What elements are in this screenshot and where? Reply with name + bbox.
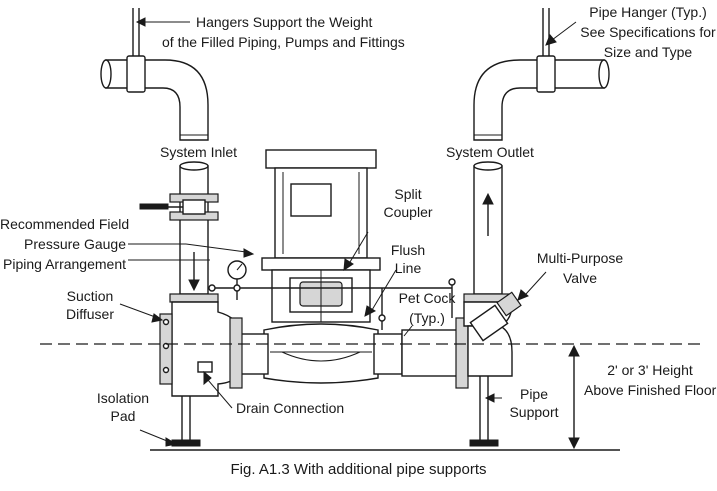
left-overhead-pipe	[100, 55, 209, 141]
suction-diffuser-body	[159, 301, 243, 397]
pet-cock-label-1: Pet Cock	[398, 290, 456, 306]
inlet-pipe	[139, 161, 219, 303]
hangers-support-label-2: of the Filled Piping, Pumps and Fittings	[162, 34, 405, 50]
drain-connection-label: Drain Connection	[236, 400, 345, 416]
flush-line-label-1: Flush	[390, 242, 426, 258]
split-coupler-label-1: Split	[394, 186, 422, 202]
height-label-2: Above Finished Floor	[584, 382, 717, 398]
pipe-hanger-label-2: See Specifications for	[580, 24, 716, 40]
recommended-gauge-label-3: Piping Arrangement	[3, 256, 126, 272]
pipe-hanger-label-3: Size and Type	[603, 44, 693, 60]
system-inlet-label: System Inlet	[160, 144, 238, 160]
figure-caption: Fig. A1.3 With additional pipe supports	[230, 461, 487, 478]
suction-diffuser-label-1: Suction	[66, 288, 114, 304]
gauge-piping	[208, 260, 456, 330]
pump-casing	[239, 323, 403, 384]
flush-line-label-2: Line	[394, 260, 422, 276]
system-outlet-label: System Outlet	[446, 144, 534, 160]
hangers-support-label-1: Hangers Support the Weight	[196, 14, 373, 30]
pipe-support-label-2: Support	[509, 404, 559, 420]
recommended-gauge-label-2: Pressure Gauge	[24, 236, 126, 252]
multi-purpose-valve-label-1: Multi-Purpose	[536, 250, 624, 266]
leader-lines	[119, 17, 577, 447]
isolation-pad-label-1: Isolation	[96, 390, 150, 406]
pipe-support-label-1: Pipe	[519, 386, 549, 402]
height-label-1: 2' or 3' Height	[607, 362, 693, 378]
height-dimension	[568, 344, 580, 450]
multi-purpose-valve-label-2: Valve	[563, 270, 597, 286]
pump-motor	[261, 149, 381, 323]
pet-cock-label-2: (Typ.)	[409, 310, 445, 326]
outlet-pipe	[463, 161, 513, 303]
supports	[171, 376, 499, 447]
isolation-pad-label-2: Pad	[110, 408, 136, 424]
split-coupler-label-2: Coupler	[383, 204, 433, 220]
right-overhead-pipe	[473, 55, 610, 141]
suction-diffuser-label-2: Diffuser	[66, 306, 114, 322]
discharge-piping	[401, 291, 522, 389]
recommended-gauge-label-1: Recommended Field	[0, 216, 130, 232]
pipe-hanger-label-1: Pipe Hanger (Typ.)	[589, 4, 707, 20]
